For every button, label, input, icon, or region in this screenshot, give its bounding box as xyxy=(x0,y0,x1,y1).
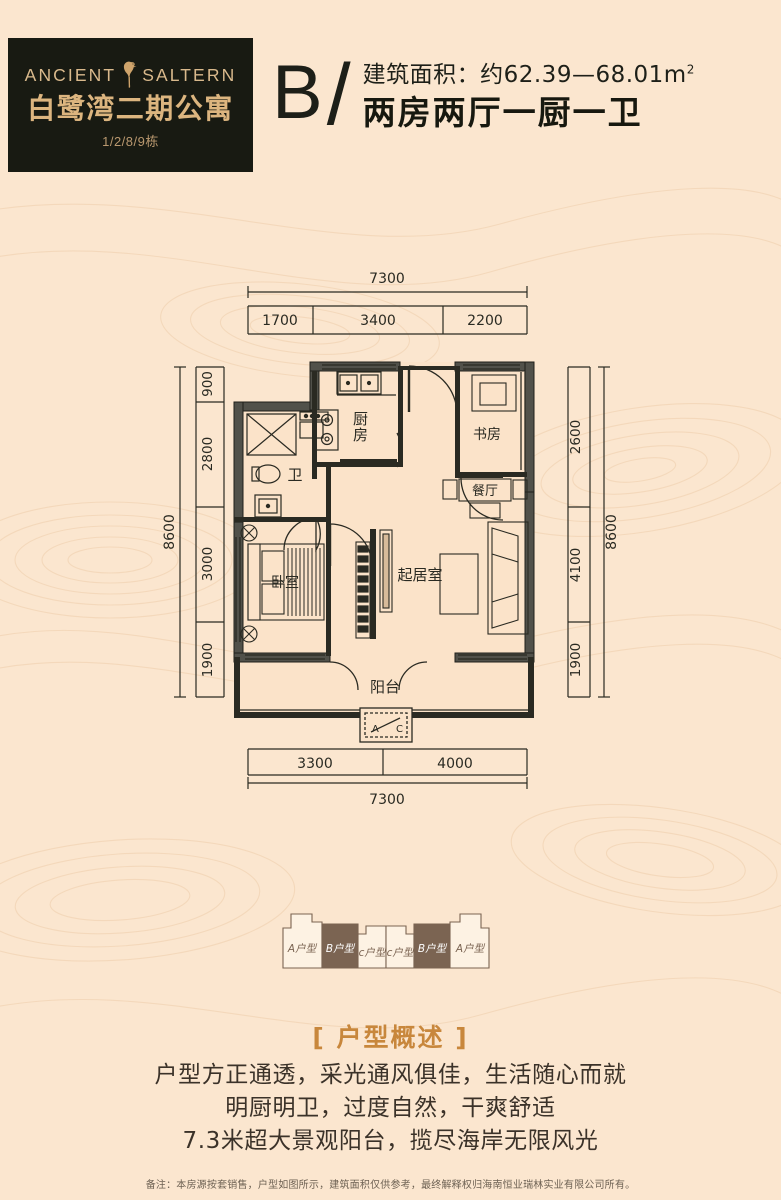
floor-fill xyxy=(234,362,534,702)
dim-bottom-seg-1: 4000 xyxy=(437,756,473,772)
dim-left-seg-3: 1900 xyxy=(200,643,216,677)
keyplan-label-2: c户型 xyxy=(359,947,387,959)
description-section: [ 户型概述 ] 户型方正通透，采光通风俱佳，生活随心而就 明厨明卫，过度自然，… xyxy=(0,1018,781,1158)
dim-bottom-total: 7300 xyxy=(369,792,405,808)
brand-logo-box: ANCIENT SALTERN 白鹭湾二期公寓 1/2/8/9栋 xyxy=(8,38,253,172)
dim-left-seg-2: 3000 xyxy=(200,547,216,581)
dim-top-seg-2: 2200 xyxy=(467,313,503,329)
room-label-bedroom: 卧室 xyxy=(271,574,299,591)
brand-english-part1: ANCIENT xyxy=(24,64,117,85)
page-header: ANCIENT SALTERN 白鹭湾二期公寓 1/2/8/9栋 B / 建筑面… xyxy=(0,0,781,190)
dim-right-seg-1: 4100 xyxy=(568,548,584,582)
dim-bottom-seg-0: 3300 xyxy=(297,756,333,772)
building-keyplan-drawing: A户型 B户型 c户型 c户型 B户型 A户型 xyxy=(282,913,490,969)
keyplan-label-1: B户型 xyxy=(326,943,356,955)
egret-crane-icon xyxy=(124,62,137,89)
dim-right-seg-2: 1900 xyxy=(568,643,584,677)
room-label-balcony: 阳台 xyxy=(370,678,400,696)
brand-english-name: ANCIENT SALTERN xyxy=(25,60,237,90)
keyplan-label-4: B户型 xyxy=(418,943,448,955)
ac-label-a: A xyxy=(372,724,379,735)
brand-english-part2: SALTERN xyxy=(142,64,237,85)
dim-left-seg-1: 2800 xyxy=(200,437,216,471)
floorplan-geometry: A C 厨房 卫 书房 餐厅 卧室 起居室 阳台 xyxy=(233,361,535,743)
floorplan-container: 7300 1700 3400 2200 8600 900 2800 3000 1… xyxy=(0,262,781,822)
title-text-group: 建筑面积：约62.39—68.01m2 两房两厅一厨一卫 xyxy=(351,52,695,142)
unit-title: B / 建筑面积：约62.39—68.01m2 两房两厅一厨一卫 xyxy=(272,52,695,142)
room-layout-label: 两房两厅一厨一卫 xyxy=(362,93,643,133)
dim-right-seg-0: 2600 xyxy=(568,420,584,454)
ac-label-c: C xyxy=(396,724,403,735)
dim-right-total: 8600 xyxy=(604,514,620,550)
keyplan-unit-0[interactable] xyxy=(282,913,323,969)
keyplan-label-0: A户型 xyxy=(287,943,318,955)
building-keyplan: A户型 B户型 c户型 c户型 B户型 A户型 xyxy=(0,890,781,990)
description-line-2: 明厨明卫，过度自然，干爽舒适 xyxy=(225,1094,556,1121)
description-lines: 户型方正通透，采光通风俱佳，生活随心而就 明厨明卫，过度自然，干爽舒适 7.3米… xyxy=(0,1059,781,1158)
description-line-1: 户型方正通透，采光通风俱佳，生活随心而就 xyxy=(154,1062,627,1088)
room-label-kitchen: 厨房 xyxy=(351,411,369,443)
ac-unit-icon xyxy=(359,707,413,743)
room-label-dining: 餐厅 xyxy=(472,483,498,499)
tv-cabinet-icon xyxy=(370,529,376,639)
keyplan-label-5: A户型 xyxy=(455,943,486,955)
dimension-left xyxy=(174,366,225,698)
brand-chinese-name: 白鹭湾二期公寓 xyxy=(27,92,234,126)
dimension-bottom xyxy=(247,748,528,789)
title-separator: / xyxy=(326,47,351,143)
brand-building-numbers: 1/2/8/9栋 xyxy=(102,133,159,149)
footnote-disclaimer: 备注：本房源按套销售，户型如图所示，建筑面积仅供参考，最终解释权归海南恒业瑞林实… xyxy=(145,1180,636,1191)
dim-left-total: 8600 xyxy=(162,514,178,550)
description-title: [ 户型概述 ] xyxy=(312,1023,469,1052)
room-label-bathroom: 卫 xyxy=(287,466,302,484)
floorplan-drawing: 7300 1700 3400 2200 8600 900 2800 3000 1… xyxy=(162,271,620,808)
area-unit-superscript: 2 xyxy=(686,62,695,77)
dim-top-total: 7300 xyxy=(369,271,405,287)
unit-letter: B xyxy=(272,50,323,135)
dim-top-seg-1: 3400 xyxy=(360,313,396,329)
building-area-text: 建筑面积：约62.39—68.01m xyxy=(362,62,687,89)
keyplan-unit-5[interactable] xyxy=(449,913,490,969)
dim-top-seg-0: 1700 xyxy=(262,313,298,329)
room-label-living: 起居室 xyxy=(397,566,442,584)
room-label-study: 书房 xyxy=(473,427,501,443)
dim-left-seg-0: 900 xyxy=(200,371,216,397)
keyplan-label-3: c户型 xyxy=(387,947,415,959)
description-line-3: 7.3米超大景观阳台，揽尽海岸无限风光 xyxy=(182,1127,599,1154)
building-area-label: 建筑面积：约62.39—68.01m2 xyxy=(363,60,695,91)
